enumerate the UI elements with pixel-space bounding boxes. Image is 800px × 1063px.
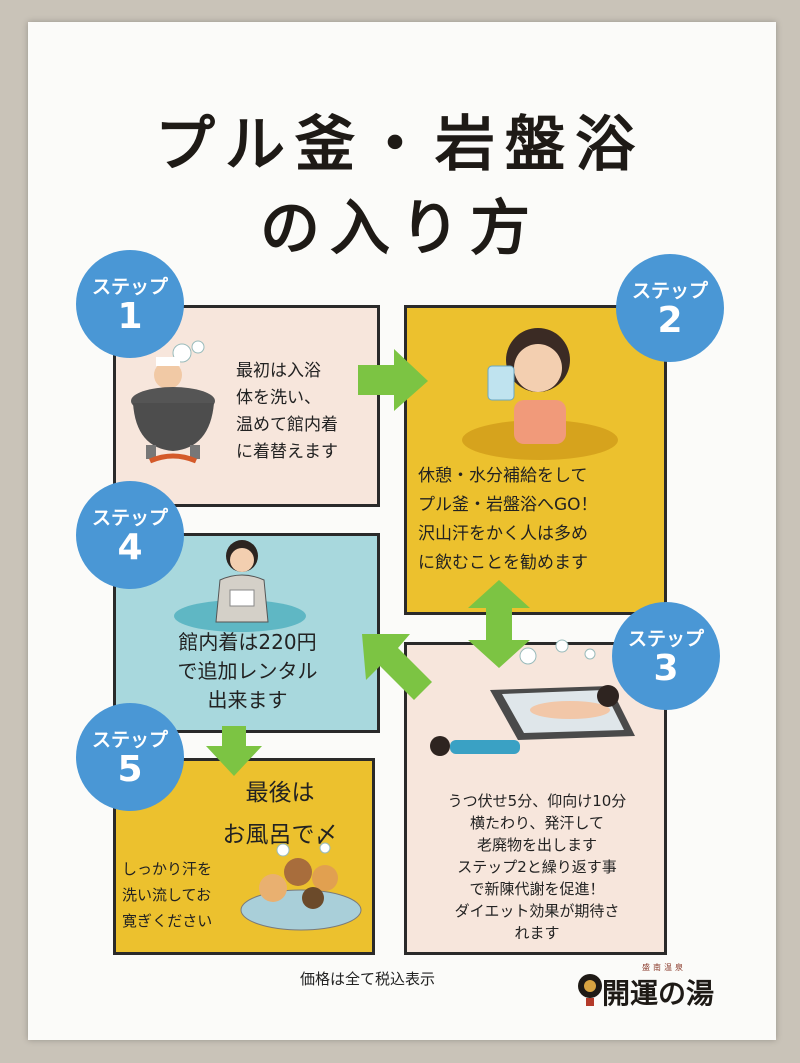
- step-3-line: で新陳代謝を促進！: [469, 880, 605, 898]
- woman-in-robe-illustration: [174, 540, 306, 632]
- step-2-line: に飲むことを勧めます: [418, 553, 588, 573]
- step-4-label: ステップ: [91, 507, 168, 529]
- step-1-badge: ステップ 1: [76, 250, 184, 358]
- step-1-line: 最初は入浴: [236, 361, 321, 381]
- step-4-line: 館内着は220円: [178, 630, 317, 654]
- step-3-badge: ステップ 3: [612, 602, 720, 710]
- step-1-line: に着替えます: [236, 442, 338, 462]
- tax-note: 価格は全て税込表示: [300, 970, 436, 988]
- step-2-line: プル釜・岩盤浴へGO！: [418, 495, 598, 515]
- step-2-label: ステップ: [631, 280, 708, 302]
- step-3-label: ステップ: [627, 628, 704, 650]
- logo-subtitle: 盛南温泉: [642, 963, 686, 972]
- step-3-line: うつ伏せ5分、仰向け10分: [447, 792, 627, 810]
- step-5-heading-line: お風呂で〆: [222, 822, 338, 848]
- step-5-number: 5: [117, 749, 143, 790]
- drinking-woman-illustration: [462, 328, 618, 460]
- step-2-text: 休憩・水分補給をして プル釜・岩盤浴へGO！ 沢山汗をかく人は多め に飲むことを…: [418, 462, 598, 578]
- step-5-label: ステップ: [91, 729, 168, 751]
- step-2-number: 2: [657, 300, 683, 341]
- step-5-line: 洗い流してお: [122, 886, 212, 904]
- step-4-line: で追加レンタル: [177, 659, 318, 683]
- step-3-line: 横たわり、発汗して: [470, 814, 604, 832]
- title-line-1: プル釜・岩盤浴: [155, 110, 645, 180]
- step-3-text: うつ伏せ5分、仰向け10分 横たわり、発汗して 老廃物を出します ステップ2と繰…: [408, 790, 666, 944]
- step-1-line: 体を洗い、: [236, 388, 321, 408]
- step-4-line: 出来ます: [207, 688, 288, 712]
- lying-person-illustration: [430, 736, 520, 756]
- step-3-number: 3: [653, 648, 679, 689]
- step-5-badge: ステップ 5: [76, 703, 184, 811]
- arrow-updown-icon: [468, 580, 530, 668]
- step-4-number: 4: [117, 527, 143, 568]
- step-5-heading-line: 最後は: [245, 780, 315, 806]
- step-3-line: ステップ2と繰り返す事: [457, 858, 617, 876]
- step-1-text: 最初は入浴 体を洗い、 温めて館内着 に着替えます: [236, 358, 338, 466]
- stone-bed-illustration: [490, 639, 635, 740]
- arrow-diagonal-icon: [362, 634, 432, 700]
- step-2-line: 沢山汗をかく人は多め: [418, 524, 588, 544]
- logo-mark-icon: [578, 974, 602, 1006]
- step-1-number: 1: [117, 296, 143, 337]
- title-line-2: の入り方: [260, 194, 540, 264]
- step-5-line: しっかり汗を: [122, 860, 213, 878]
- step-5-heading: 最後は お風呂で〆: [205, 772, 355, 856]
- step-3-line: 老廃物を出します: [476, 836, 597, 854]
- animals-onsen-illustration: [240, 842, 362, 931]
- arrow-right-icon: [358, 349, 428, 411]
- step-1-line: 温めて館内着: [236, 415, 338, 435]
- step-4-badge: ステップ 4: [76, 481, 184, 589]
- step-3-line: ダイエット効果が期待さ: [454, 902, 620, 920]
- step-4-text: 館内着は220円 で追加レンタル 出来ます: [120, 628, 375, 715]
- logo-name: 開運の湯: [602, 977, 715, 1010]
- bath-pot-illustration: [131, 340, 215, 464]
- step-5-text: しっかり汗を 洗い流してお 寛ぎください: [122, 856, 212, 934]
- onsen-logo: 盛南温泉 開運の湯: [570, 963, 730, 1014]
- step-2-badge: ステップ 2: [616, 254, 724, 362]
- step-2-line: 休憩・水分補給をして: [418, 466, 588, 486]
- arrow-down-icon: [206, 726, 262, 776]
- step-1-label: ステップ: [91, 276, 168, 298]
- step-5-line: 寛ぎください: [122, 912, 213, 930]
- step-3-line: れます: [514, 924, 560, 942]
